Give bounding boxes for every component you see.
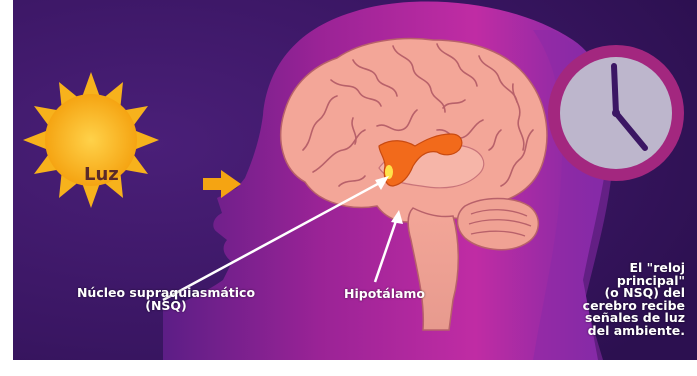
nsq-label-line2: (NSQ) bbox=[51, 299, 281, 312]
nsq-label: Núcleo supraquiasmático (NSQ) bbox=[51, 286, 281, 312]
hypothalamus-label: Hipotálamo bbox=[344, 286, 425, 301]
clock-icon bbox=[548, 45, 684, 181]
caption-text: El "reloj principal" (o NSQ) del cerebro… bbox=[515, 262, 685, 337]
caption-line: del ambiente. bbox=[515, 325, 685, 338]
sun-label: Luz bbox=[84, 164, 119, 185]
diagram-canvas: Luz Núcleo supraquiasmático (NSQ) Hipotá… bbox=[13, 0, 697, 360]
